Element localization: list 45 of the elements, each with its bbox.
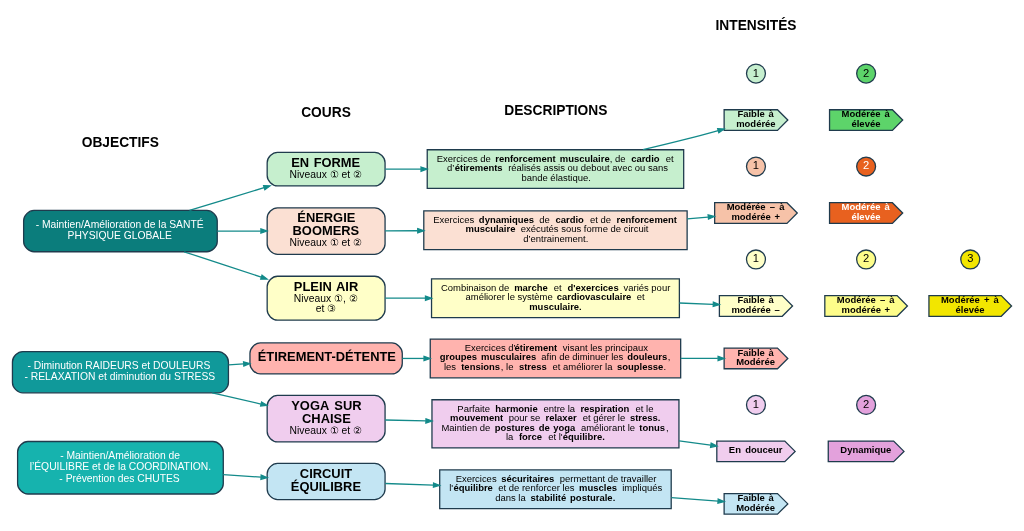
arrow [642, 127, 726, 151]
node-box: YOGA SUR CHAISE Niveaux ① et ② [266, 394, 386, 443]
node-box: Exercices de renforcement musculaire, de cardio et d’étirements réalisés assis ou debout avec ou sans bande élastique. [426, 149, 685, 190]
node-label: 2 [863, 252, 870, 265]
label: OBJECTIFS [81, 134, 159, 150]
arrow [222, 473, 270, 481]
node-label: 1 [752, 397, 760, 410]
arrow [188, 184, 272, 211]
arrow [211, 392, 269, 407]
node-box: CIRCUIT ÉQUILIBRE [266, 462, 386, 501]
node-box: Exercices dynamiques de cardio et de renforcement musculaire exécutés sous forme de circuit d’entrainement. [423, 210, 688, 251]
arrow [216, 228, 269, 235]
node-box: - Diminution RAIDEURS et DOULEURS - RELAXATION et diminution du STRESS [11, 350, 230, 394]
arrow [670, 497, 727, 505]
label: INTENSITÉS [715, 17, 797, 33]
node-label: 1 [752, 252, 760, 265]
arrow [678, 440, 719, 449]
node-box: ÉNERGIE BOOMERS Niveaux ① et ② [266, 207, 386, 255]
node-label: 3 [967, 252, 974, 265]
arrow [678, 301, 722, 308]
node-label: 2 [863, 159, 870, 172]
node-box: Exercices d’étirement visant les principaux groupes musculaires afin de diminuer les douleurs, les tensions, le stress et améliorer la souplesse. [429, 338, 682, 379]
node-box: - Maintien/Amélioration de la SANTÉ PHYSIQUE GLOBALE [23, 209, 218, 253]
node-label: 2 [863, 397, 870, 410]
arrow [384, 166, 429, 173]
arrow [686, 214, 717, 221]
label: DESCRIPTIONS [504, 102, 608, 118]
arrow [401, 355, 432, 362]
node-box: Exercices sécuritaires permettant de travailler l'équilibre et de renforcer les muscles impliqués dans la stabilité posturale. [439, 469, 672, 510]
arrow [384, 482, 442, 489]
arrow [384, 227, 426, 234]
node-label: 2 [863, 66, 870, 79]
node-box: EN FORME Niveaux ① et ② [266, 151, 386, 187]
node-box: Parfaite harmonie entre la respiration et le mouvement pour se relaxer et gérer le stress. Maintien de postures de yoga améliorant le tonus, la force et l'équilibre. [431, 399, 680, 449]
node-label: 1 [752, 159, 760, 172]
arrow [680, 355, 727, 362]
arrow [183, 251, 269, 280]
node-box: - Maintien/Amélioration de l’ÉQUILIBRE et de la COORDINATION. - Prévention des CHUTES [16, 440, 224, 495]
node-box: Combinaison de marche et d'exercices variés pour améliorer le système cardiovasculaire et musculaire. [430, 278, 681, 319]
arrow [384, 295, 434, 302]
node-box: ÉTIREMENT-DÉTENTE [249, 342, 403, 375]
label: COURS [301, 105, 351, 121]
node-label: 1 [752, 66, 760, 79]
node-box: PLEIN AIR Niveaux ①, ② et ③ [266, 275, 386, 321]
arrow [384, 417, 434, 424]
